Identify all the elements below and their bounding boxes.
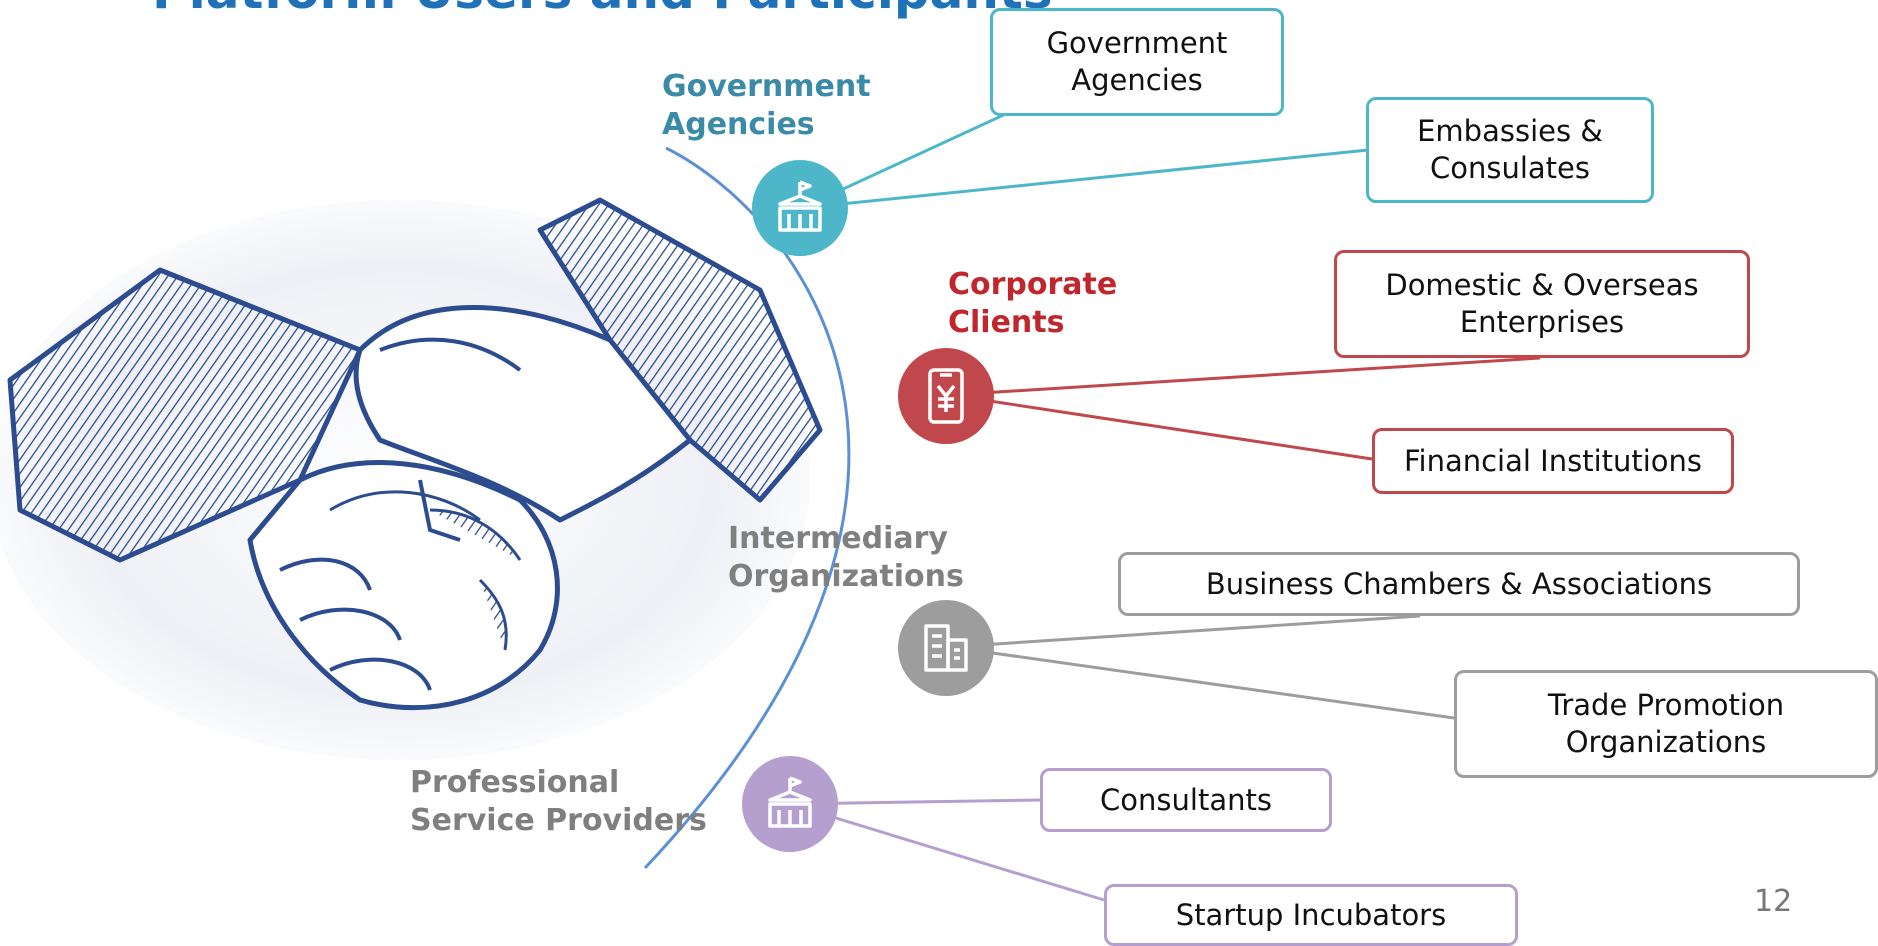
item-box-financial-institutions[interactable]: Financial Institutions [1372,428,1734,494]
connector-professional-2 [789,802,1105,902]
page-number: 12 [1754,884,1793,919]
central-arc [643,146,851,870]
item-box-startup-incubators[interactable]: Startup Incubators [1104,884,1518,946]
item-box-business-chambers-associations[interactable]: Business Chambers & Associations [1118,552,1800,616]
government-building-icon [752,160,848,256]
item-box-consultants[interactable]: Consultants [1040,768,1332,832]
connector-government-2 [801,148,1369,210]
yuan-phone-icon [898,348,994,444]
handshake-illustration [0,197,823,760]
category-label-government: Government Agencies [662,69,871,142]
connector-intermediary-1 [949,614,1421,649]
category-label-intermediary: Intermediary Organizations [728,521,964,594]
item-box-embassies-consulates[interactable]: Embassies & Consulates [1366,97,1654,203]
category-label-corporate: Corporate Clients [948,267,1118,340]
item-box-government-agencies[interactable]: Government Agencies [990,8,1284,116]
item-box-domestic-overseas-enterprises[interactable]: Domestic & Overseas Enterprises [1334,250,1750,358]
connector-intermediary-2 [949,645,1455,720]
government-building-icon [742,756,838,852]
category-label-professional: Professional Service Providers [410,765,707,838]
item-box-trade-promotion-organizations[interactable]: Trade Promotion Organizations [1454,670,1878,778]
connector-corporate-1 [949,356,1541,397]
slide-title: Platform Users and Participants [152,0,1053,20]
office-building-icon [898,600,994,696]
connector-corporate-2 [949,393,1373,461]
